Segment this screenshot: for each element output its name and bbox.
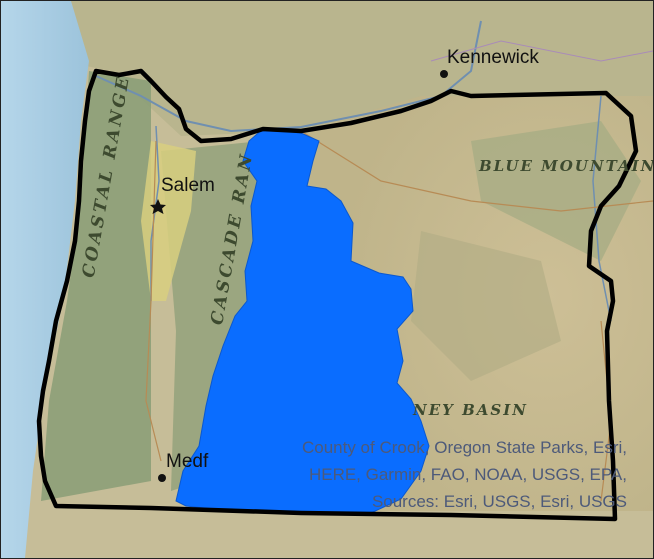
columbia-river [95,20,482,133]
pacific-ocean [1,1,89,558]
city-label-kennewick: Kennewick [447,47,539,68]
city-label-salem: Salem [161,175,215,196]
coastal-forest [41,71,151,501]
blue-mountains-forest [471,121,641,261]
salem-capital-star[interactable] [150,199,166,214]
city-label-medford: Medf [166,451,209,472]
highway-line [145,140,162,462]
highlighted-region[interactable] [175,128,430,514]
highway-line [430,40,653,62]
southeast-forest [411,231,561,381]
range-label-harney-basin: NEY BASIN [413,401,528,419]
washington-terrain [61,1,653,136]
highway-line [300,130,653,212]
oregon-boundary [36,68,639,522]
kennewick-marker[interactable] [440,70,448,78]
range-label-blue-mountains: BLUE MOUNTAINS [479,157,654,175]
map-attribution: County of Crook, Oregon State Parks, Esr… [301,438,627,511]
medford-marker[interactable] [158,474,166,482]
